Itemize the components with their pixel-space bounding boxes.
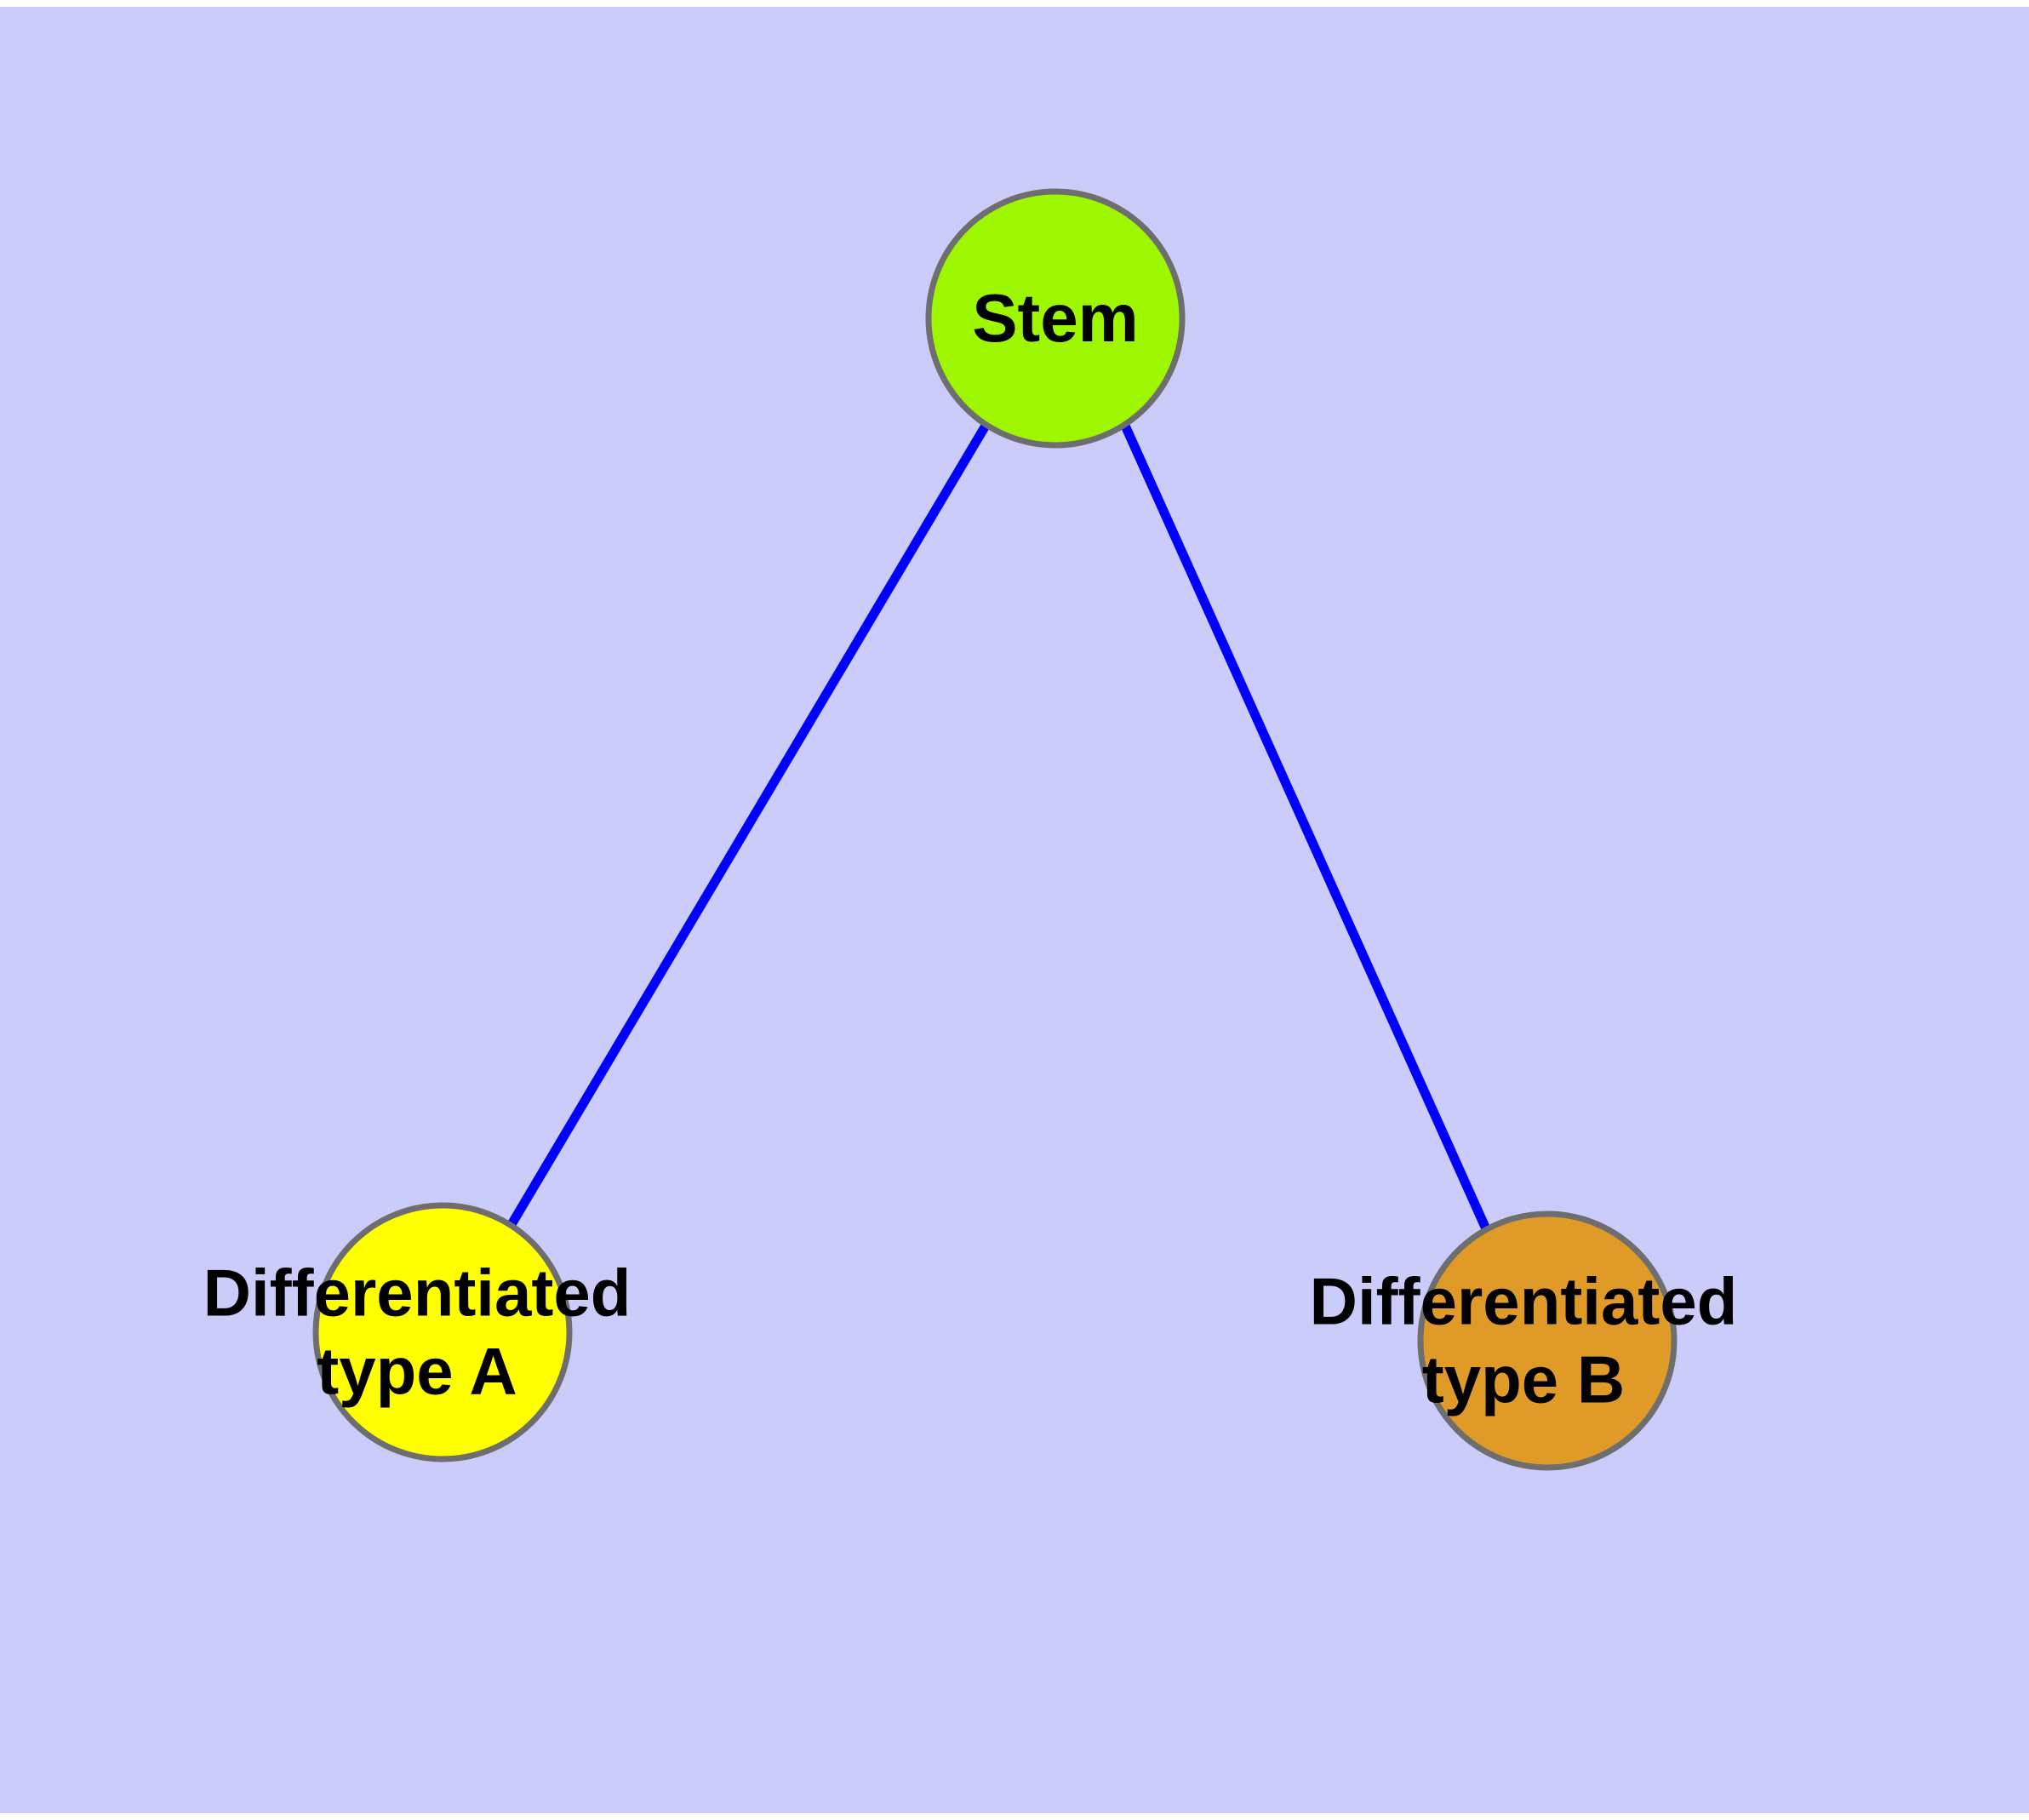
- edge-layer: [506, 423, 1493, 1235]
- node-layer: [312, 188, 1677, 1471]
- graph-node-diff-a[interactable]: [312, 1202, 573, 1462]
- node-label-line: type B: [1422, 1342, 1625, 1417]
- graph-node-stem[interactable]: [925, 188, 1186, 449]
- node-label-line: Differentiated: [203, 1256, 632, 1331]
- graph-node-diff-b[interactable]: [1417, 1210, 1677, 1471]
- graph-edge-stem-to-diff-b[interactable]: [1120, 423, 1493, 1235]
- graph-edge-stem-to-diff-a[interactable]: [506, 423, 990, 1228]
- node-label-line: type A: [317, 1334, 517, 1409]
- node-label-line: Differentiated: [1310, 1264, 1738, 1339]
- node-label-stem: Stem: [972, 280, 1139, 356]
- node-label-line: Stem: [972, 280, 1139, 356]
